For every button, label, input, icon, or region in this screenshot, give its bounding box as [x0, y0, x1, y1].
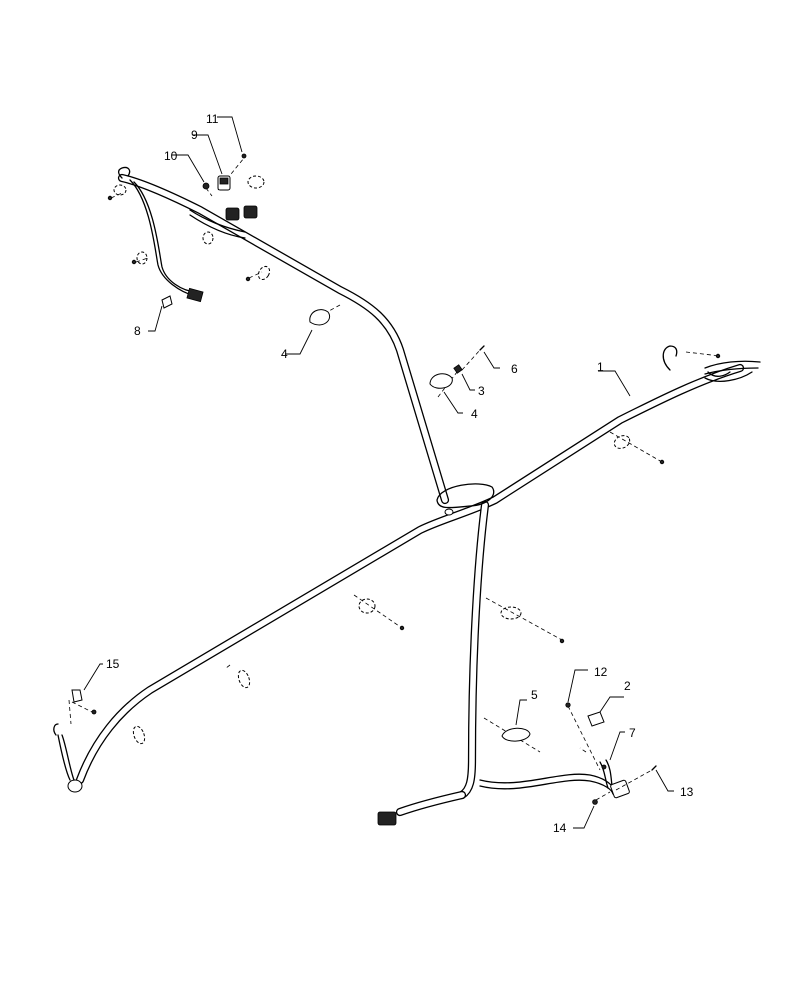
callout-3: 3 [478, 384, 485, 398]
callout-15: 15 [106, 657, 120, 671]
relay-connectors [225, 205, 258, 221]
fastener-13 [651, 765, 657, 771]
leader-lines [83, 116, 674, 829]
fastener-14 [592, 799, 598, 805]
callout-13: 13 [680, 785, 694, 799]
fastener-15-bolt [91, 709, 97, 715]
callout-12: 12 [594, 665, 608, 679]
fastener-3 [453, 364, 463, 374]
harness-junction [436, 483, 495, 516]
callout-14: 14 [553, 821, 567, 835]
harness-main-branch [75, 173, 745, 800]
fastener-11 [241, 153, 247, 159]
callout-4-right: 4 [471, 407, 478, 421]
bolts [107, 195, 721, 644]
fastener-12 [565, 702, 571, 708]
callout-2: 2 [624, 679, 631, 693]
bracket-2 [587, 711, 605, 727]
cable-ties [113, 175, 631, 745]
callout-8: 8 [134, 324, 141, 338]
harness-lower-left-end [53, 723, 83, 793]
bracket-15 [71, 689, 83, 703]
callouts: 1 2 3 4 4 5 6 7 8 9 10 11 12 13 14 15 [106, 112, 694, 835]
tie-loop-4-right [429, 373, 453, 389]
bracket-8 [161, 295, 173, 309]
harness-upper-right-ends [662, 345, 761, 382]
callout-5: 5 [531, 688, 538, 702]
callout-9: 9 [191, 128, 198, 142]
fastener-7 [601, 764, 607, 770]
tie-loop-5 [501, 727, 531, 742]
tie-loop-4-upper [309, 309, 330, 326]
fastener-10 [202, 182, 210, 190]
harness-upper-left-subbranch [117, 166, 246, 303]
callout-4-upper: 4 [281, 347, 288, 361]
assembly-lines [68, 157, 721, 801]
callout-7: 7 [629, 726, 636, 740]
callout-6: 6 [511, 362, 518, 376]
callout-10: 10 [164, 149, 178, 163]
fastener-6 [479, 345, 485, 351]
connector-9 [217, 175, 231, 191]
callout-11: 11 [206, 112, 219, 126]
callout-1: 1 [597, 360, 604, 374]
harness-lower-branches [377, 759, 630, 826]
